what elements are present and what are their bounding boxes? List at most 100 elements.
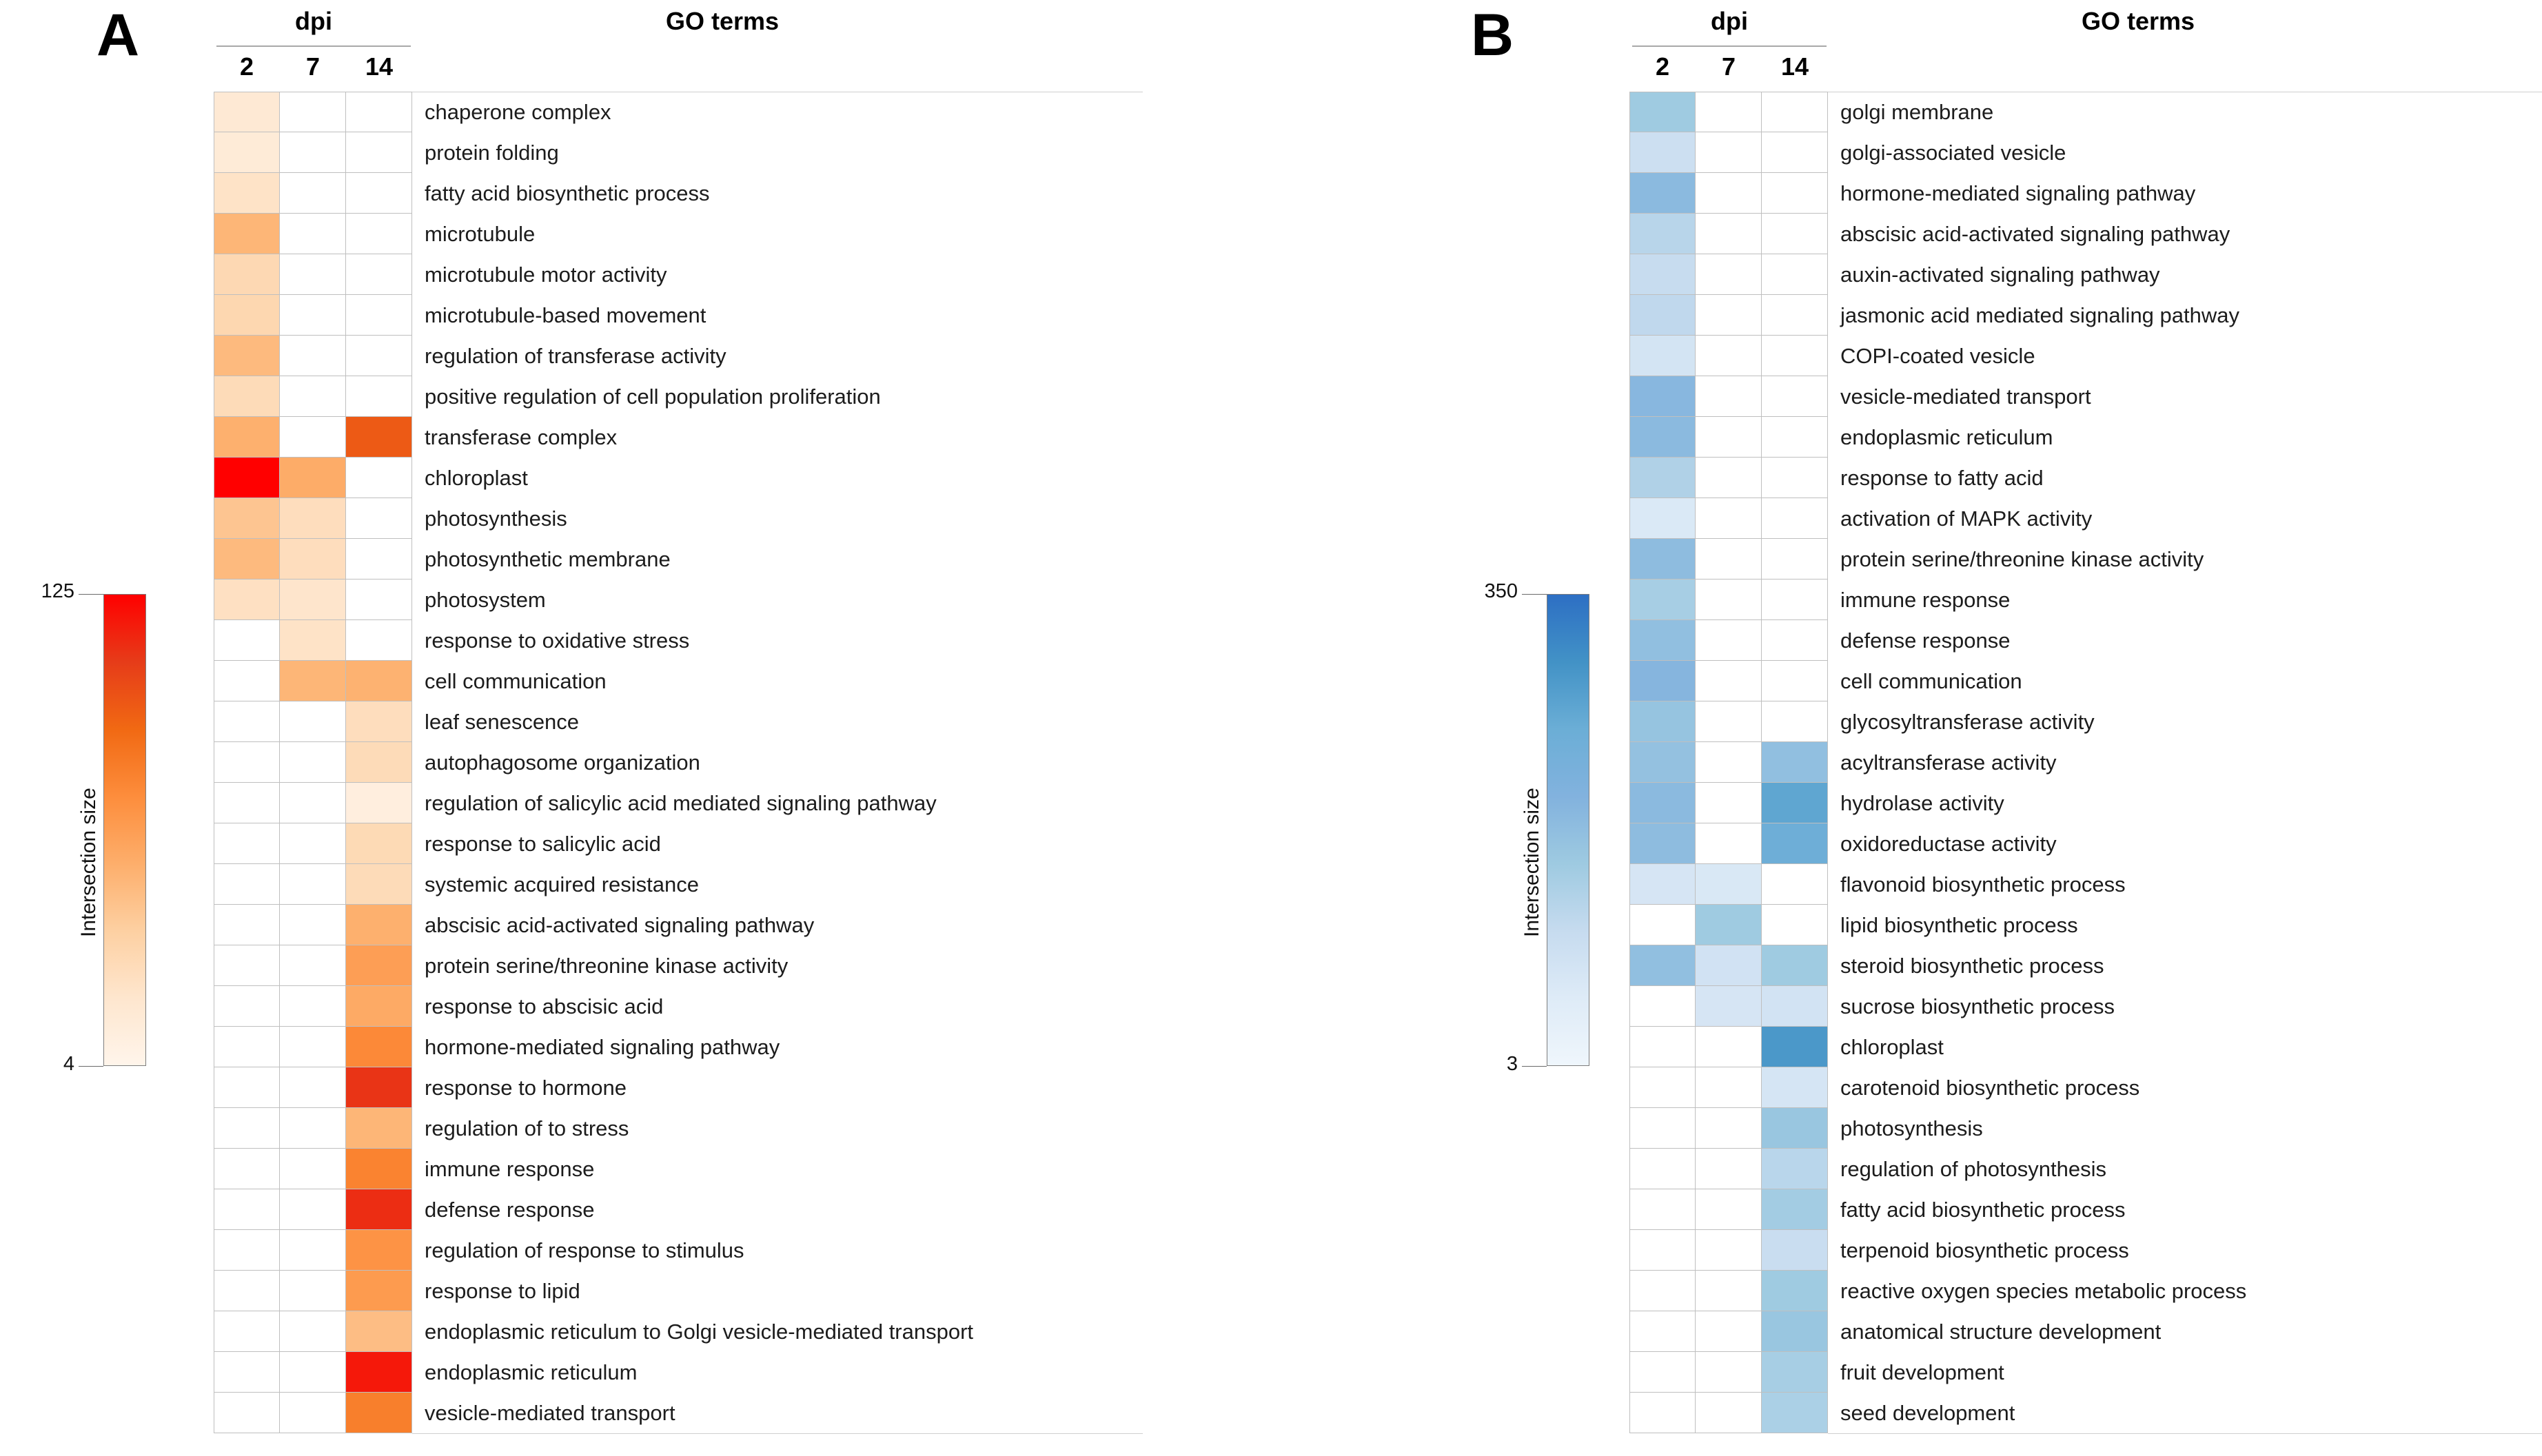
go-term-label: defense response bbox=[1828, 620, 2542, 661]
heatmap-cell bbox=[280, 945, 346, 986]
heatmap-cell bbox=[280, 1352, 346, 1393]
heatmap-cell bbox=[346, 823, 412, 864]
heatmap-cell bbox=[1762, 92, 1828, 132]
heatmap-cell bbox=[1696, 701, 1762, 742]
table-row: photosystem bbox=[214, 580, 1143, 620]
table-row: activation of MAPK activity bbox=[1629, 498, 2542, 539]
heatmap-cell bbox=[1696, 742, 1762, 783]
go-term-label: cell communication bbox=[412, 661, 1143, 701]
table-row: flavonoid biosynthetic process bbox=[1629, 864, 2542, 905]
heatmap-cell bbox=[214, 701, 280, 742]
table-row: COPI-coated vesicle bbox=[1629, 336, 2542, 376]
heatmap-cell bbox=[214, 458, 280, 498]
heatmap-cell bbox=[346, 254, 412, 295]
table-row: vesicle-mediated transport bbox=[1629, 376, 2542, 417]
panel-a-legend-min: 4 bbox=[63, 1053, 74, 1075]
heatmap-cell bbox=[280, 336, 346, 376]
go-term-label: regulation of transferase activity bbox=[412, 336, 1143, 376]
heatmap-cell bbox=[346, 783, 412, 823]
go-term-label: chloroplast bbox=[1828, 1027, 2542, 1067]
heatmap-cell bbox=[1629, 417, 1696, 458]
table-row: systemic acquired resistance bbox=[214, 864, 1143, 905]
heatmap-cell bbox=[1762, 1352, 1828, 1393]
heatmap-cell bbox=[214, 336, 280, 376]
heatmap-cell bbox=[214, 539, 280, 580]
go-term-label: regulation of photosynthesis bbox=[1828, 1149, 2542, 1189]
table-row: autophagosome organization bbox=[214, 742, 1143, 783]
heatmap-cell bbox=[214, 742, 280, 783]
heatmap-cell bbox=[280, 1230, 346, 1271]
table-row: response to fatty acid bbox=[1629, 458, 2542, 498]
panel-a-letter: A bbox=[96, 2, 140, 68]
heatmap-cell bbox=[214, 173, 280, 214]
heatmap-cell bbox=[280, 539, 346, 580]
heatmap-cell bbox=[1696, 1108, 1762, 1149]
table-row: hormone-mediated signaling pathway bbox=[214, 1027, 1143, 1067]
table-row: endoplasmic reticulum bbox=[214, 1352, 1143, 1393]
heatmap-cell bbox=[1629, 1311, 1696, 1352]
heatmap-cell bbox=[1629, 661, 1696, 701]
table-row: cell communication bbox=[1629, 661, 2542, 701]
heatmap-cell bbox=[1696, 214, 1762, 254]
heatmap-cell bbox=[1762, 458, 1828, 498]
panel-b-legend-max: 350 bbox=[1484, 580, 1518, 602]
go-term-label: protein serine/threonine kinase activity bbox=[1828, 539, 2542, 580]
heatmap-cell bbox=[1629, 1271, 1696, 1311]
table-row: auxin-activated signaling pathway bbox=[1629, 254, 2542, 295]
table-row: photosynthetic membrane bbox=[214, 539, 1143, 580]
heatmap-cell bbox=[1762, 905, 1828, 945]
heatmap-cell bbox=[346, 1271, 412, 1311]
heatmap-cell bbox=[1696, 132, 1762, 173]
heatmap-cell bbox=[214, 92, 280, 132]
table-row: terpenoid biosynthetic process bbox=[1629, 1230, 2542, 1271]
go-term-label: steroid biosynthetic process bbox=[1828, 945, 2542, 986]
heatmap-cell bbox=[1696, 417, 1762, 458]
heatmap-cell bbox=[214, 295, 280, 336]
table-row: regulation of to stress bbox=[214, 1108, 1143, 1149]
heatmap-cell bbox=[280, 1189, 346, 1230]
heatmap-cell bbox=[346, 498, 412, 539]
heatmap-cell bbox=[214, 661, 280, 701]
heatmap-cell bbox=[1696, 783, 1762, 823]
heatmap-cell bbox=[346, 458, 412, 498]
panel-a-legend-max: 125 bbox=[41, 580, 74, 602]
go-term-label: microtubule motor activity bbox=[412, 254, 1143, 295]
heatmap-cell bbox=[1762, 498, 1828, 539]
heatmap-cell bbox=[1629, 132, 1696, 173]
heatmap-cell bbox=[214, 1108, 280, 1149]
heatmap-cell bbox=[1696, 1067, 1762, 1108]
go-term-label: chaperone complex bbox=[412, 92, 1143, 132]
heatmap-cell bbox=[1696, 661, 1762, 701]
heatmap-cell bbox=[1762, 1393, 1828, 1433]
heatmap-cell bbox=[1762, 701, 1828, 742]
heatmap-cell bbox=[346, 214, 412, 254]
table-row: acyltransferase activity bbox=[1629, 742, 2542, 783]
heatmap-cell bbox=[1629, 498, 1696, 539]
table-row: leaf senescence bbox=[214, 701, 1143, 742]
table-row: cell communication bbox=[214, 661, 1143, 701]
heatmap-cell bbox=[214, 1230, 280, 1271]
go-term-label: regulation of to stress bbox=[412, 1108, 1143, 1149]
table-row: positive regulation of cell population p… bbox=[214, 376, 1143, 417]
heatmap-cell bbox=[214, 986, 280, 1027]
heatmap-cell bbox=[1629, 173, 1696, 214]
heatmap-cell bbox=[214, 1067, 280, 1108]
heatmap-cell bbox=[1696, 1189, 1762, 1230]
go-term-label: cell communication bbox=[1828, 661, 2542, 701]
table-row: hormone-mediated signaling pathway bbox=[1629, 173, 2542, 214]
go-term-label: oxidoreductase activity bbox=[1828, 823, 2542, 864]
table-row: fruit development bbox=[1629, 1352, 2542, 1393]
go-term-label: acyltransferase activity bbox=[1828, 742, 2542, 783]
heatmap-cell bbox=[346, 1311, 412, 1352]
go-term-label: vesicle-mediated transport bbox=[1828, 376, 2542, 417]
table-row: chloroplast bbox=[1629, 1027, 2542, 1067]
table-row: response to abscisic acid bbox=[214, 986, 1143, 1027]
heatmap-cell bbox=[1629, 92, 1696, 132]
go-term-label: response to abscisic acid bbox=[412, 986, 1143, 1027]
go-term-label: fatty acid biosynthetic process bbox=[412, 173, 1143, 214]
heatmap-cell bbox=[280, 905, 346, 945]
panel-b-col-14: 14 bbox=[1780, 52, 1809, 81]
table-row: glycosyltransferase activity bbox=[1629, 701, 2542, 742]
go-term-label: response to lipid bbox=[412, 1271, 1143, 1311]
